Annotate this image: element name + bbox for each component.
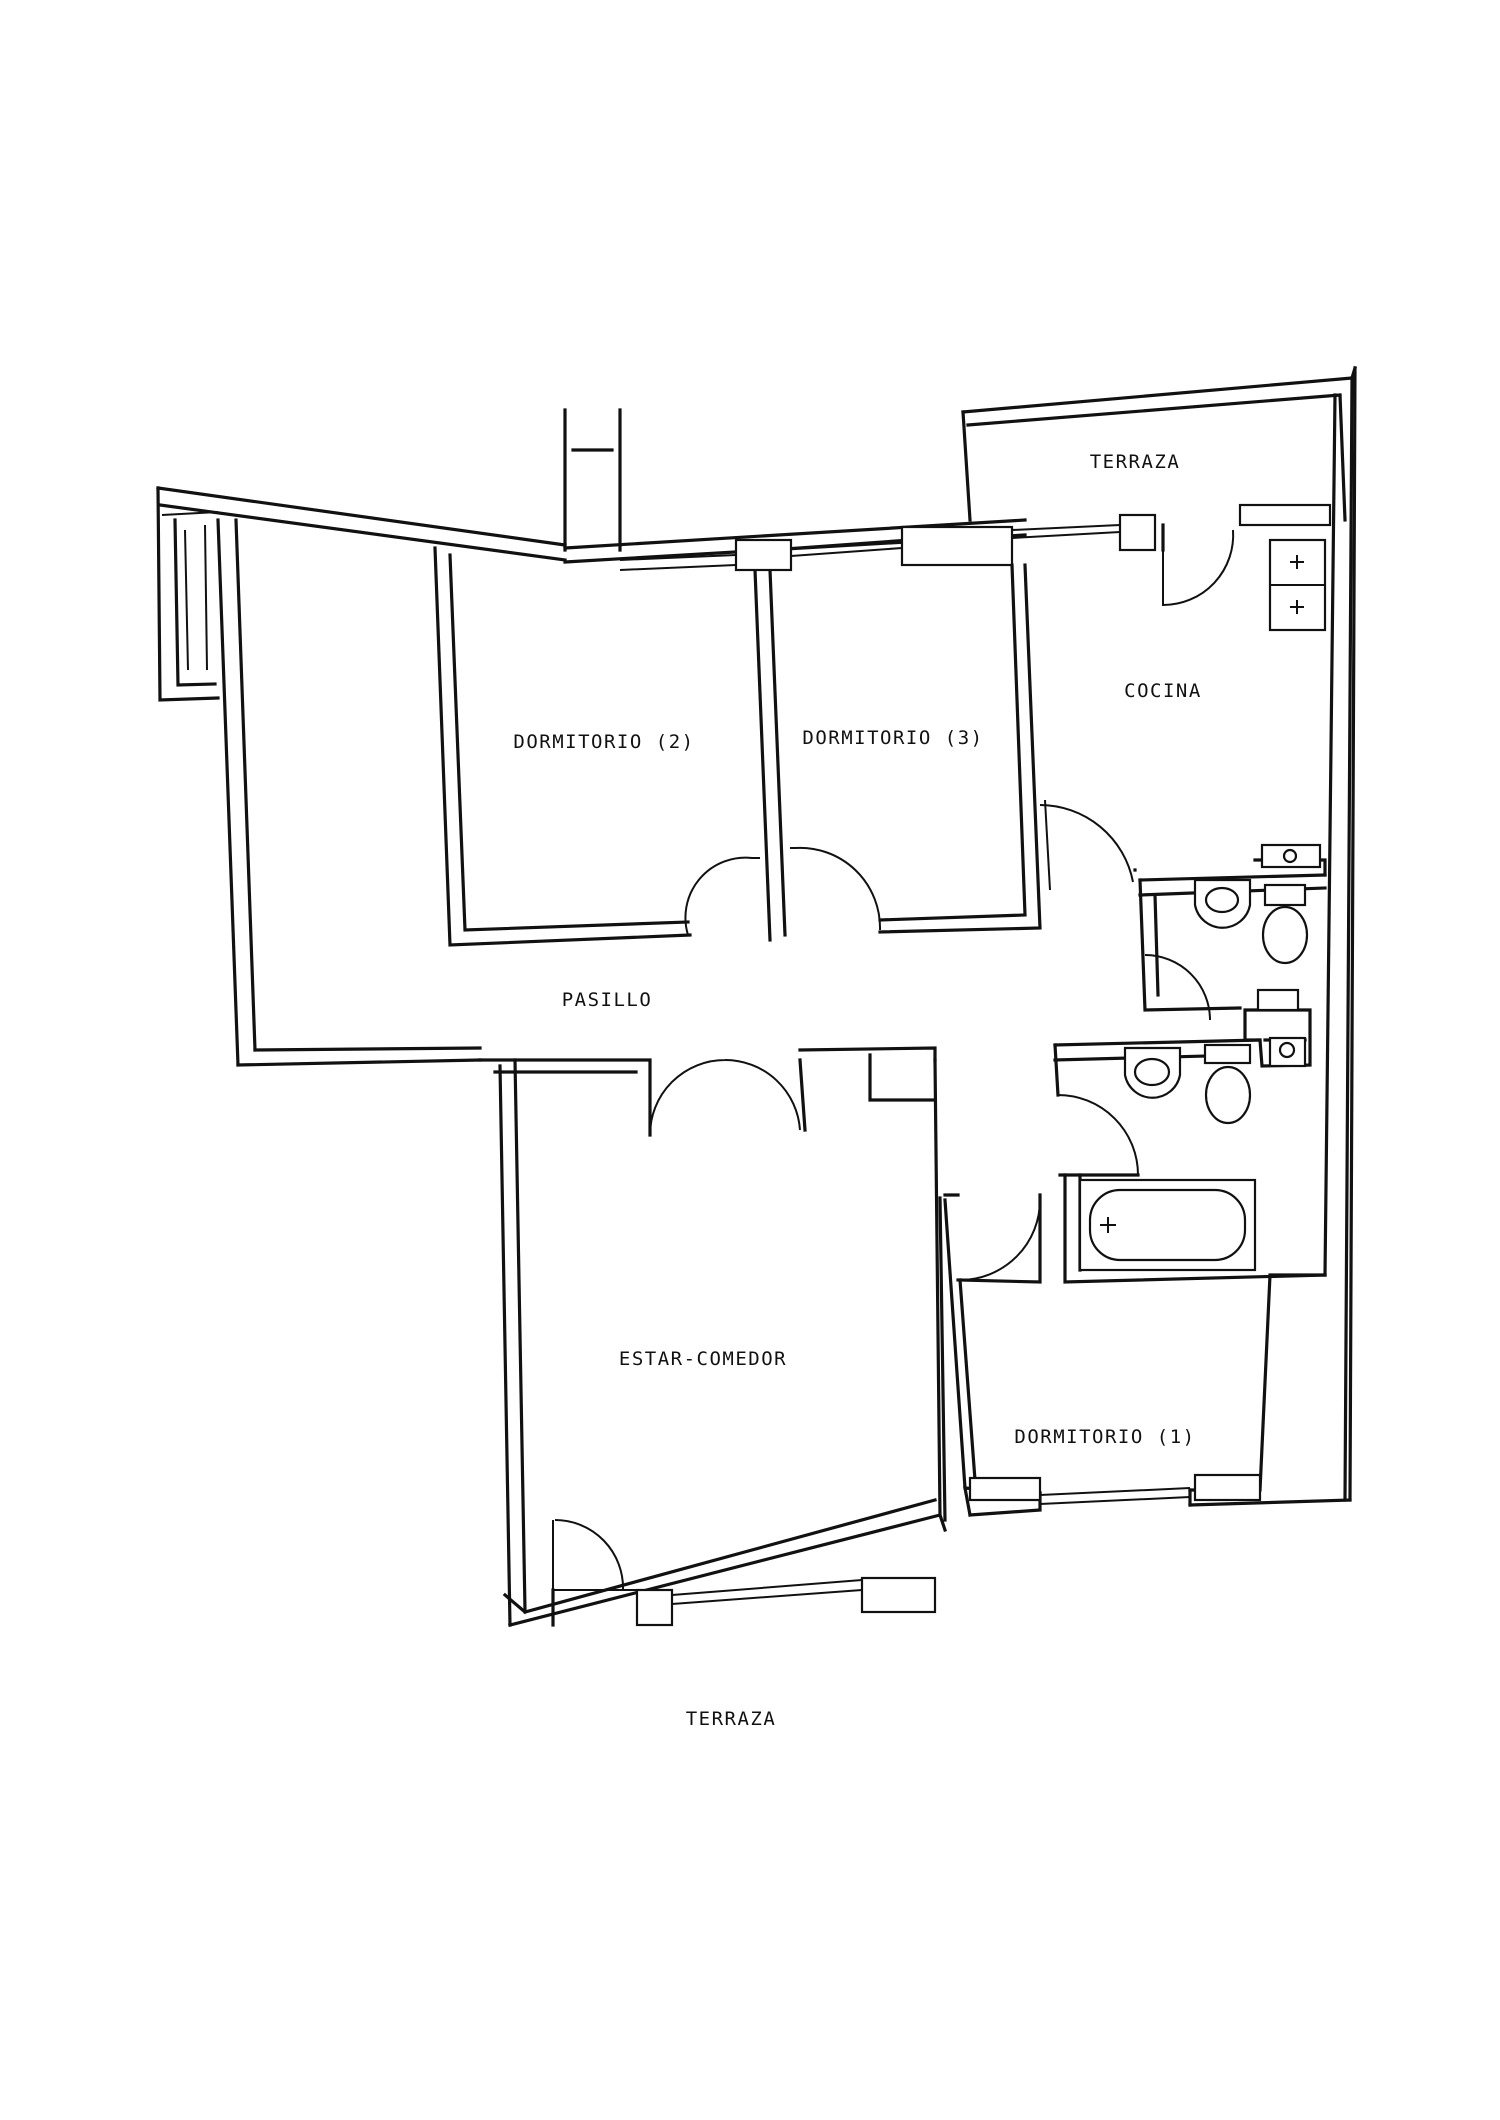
label-dormitorio-1: DORMITORIO (1) [1014, 1426, 1195, 1448]
label-terraza-bottom: TERRAZA [686, 1708, 777, 1730]
label-estar-comedor: ESTAR-COMEDOR [619, 1348, 787, 1370]
label-dormitorio-3: DORMITORIO (3) [802, 727, 983, 749]
fixtures [1078, 538, 1327, 1272]
room-labels: TERRAZA COCINA DORMITORIO (2) DORMITORIO… [513, 451, 1202, 1730]
doors [551, 523, 1235, 1627]
label-cocina: COCINA [1124, 680, 1202, 702]
label-dormitorio-2: DORMITORIO (2) [513, 731, 694, 753]
window-jambs [635, 503, 1332, 1627]
toilet-2-icon [1203, 1043, 1252, 1065]
outer-walls [156, 366, 1357, 1627]
window-glazing [619, 524, 1191, 1605]
bidet-icon [1256, 988, 1300, 1012]
label-pasillo: PASILLO [562, 989, 653, 1011]
label-terraza-top: TERRAZA [1090, 451, 1181, 473]
toilet-icon [1263, 883, 1307, 907]
